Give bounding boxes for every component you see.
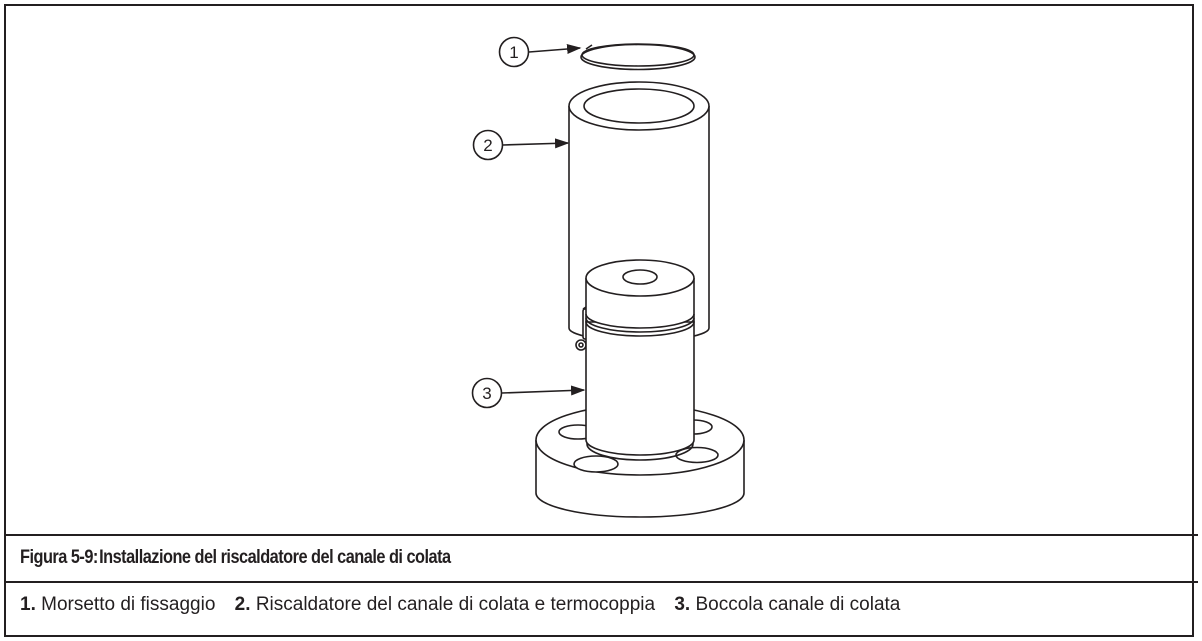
legend-divider xyxy=(4,581,1198,583)
legend-item-3-text: Boccola canale di colata xyxy=(695,594,901,615)
legend-item-1: 1. Morsetto di fissaggio xyxy=(20,594,215,615)
sprue-bushing xyxy=(535,259,745,518)
figure-legend: 1. Morsetto di fissaggio 2. Riscaldatore… xyxy=(20,594,914,616)
callout-1-arrow xyxy=(528,43,582,55)
callout-3-arrow xyxy=(501,385,586,396)
caption-divider xyxy=(4,534,1198,536)
legend-item-3-number: 3. xyxy=(674,594,691,615)
figure-title: Installazione del riscaldatore del canal… xyxy=(99,547,451,568)
callout-1-label: 1 xyxy=(509,43,518,62)
figure-number: Figura 5-9: xyxy=(20,547,98,568)
legend-item-3: 3. Boccola canale di colata xyxy=(674,594,900,615)
callout-2-label: 2 xyxy=(483,136,492,155)
callout-1-circle xyxy=(498,36,530,68)
callout-2-arrow xyxy=(502,138,570,149)
legend-item-2-number: 2. xyxy=(234,594,251,615)
callout-2-circle xyxy=(472,129,504,161)
callout-3-circle xyxy=(471,377,503,409)
sprue-heater-drawing: 1 2 3 xyxy=(471,36,745,518)
figure-caption: Figura 5-9:Installazione del riscaldator… xyxy=(20,547,451,569)
figure-frame xyxy=(4,4,1194,637)
legend-item-1-number: 1. xyxy=(20,594,36,615)
retaining-clip-ring xyxy=(580,43,696,71)
legend-item-1-text: Morsetto di fissaggio xyxy=(41,594,216,615)
legend-item-2: 2. Riscaldatore del canale di colata e t… xyxy=(235,594,655,615)
callout-3-label: 3 xyxy=(482,384,491,403)
legend-item-2-text: Riscaldatore del canale di colata e term… xyxy=(255,594,656,615)
